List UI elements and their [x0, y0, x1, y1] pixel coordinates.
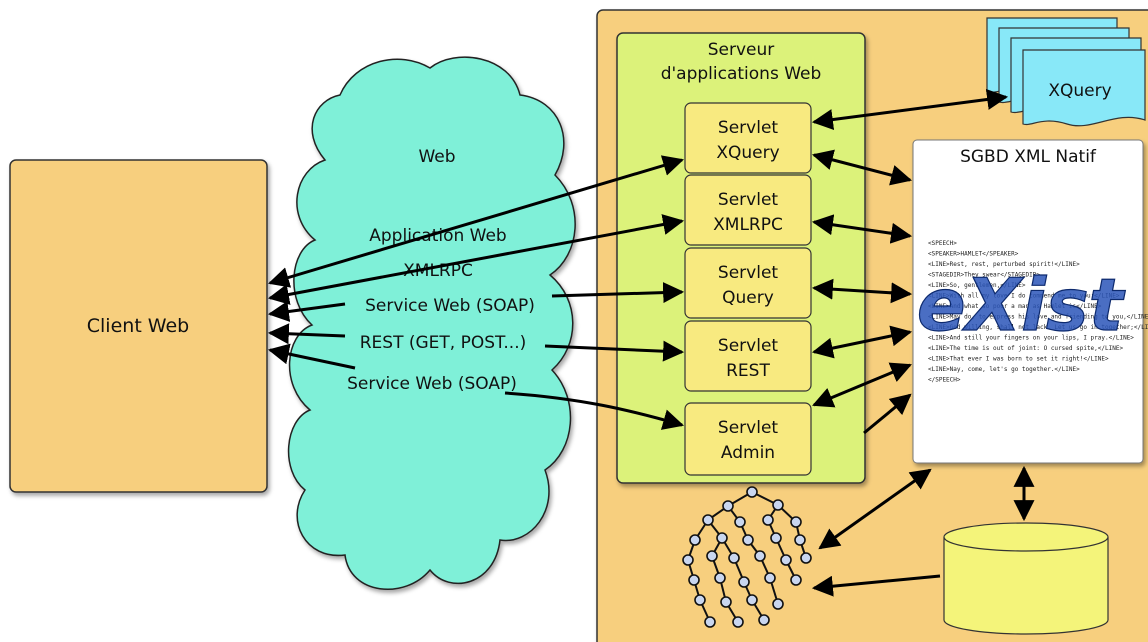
tree-node	[734, 516, 746, 528]
web-cloud: Web	[287, 56, 576, 591]
servlet-label-line2: XMLRPC	[713, 215, 783, 235]
arrow-soap-right	[551, 282, 685, 304]
code-line: <LINE>Nay, come, let's go together.</LIN…	[928, 366, 1080, 373]
servlet-admin: Servlet Admin	[684, 402, 812, 476]
tree-node	[770, 532, 782, 544]
arrow-sgbd-tree	[818, 468, 932, 550]
servlet-label-line2: REST	[726, 361, 770, 381]
tree-node	[682, 554, 694, 566]
protocol-label-soap-2: Service Web (SOAP)	[347, 374, 517, 394]
protocol-label-rest: REST (GET, POST...)	[360, 333, 527, 353]
tree-node	[704, 616, 716, 628]
tree-node	[790, 516, 802, 528]
sgbd-xml-native-box: SGBD XML Natif <SPEECH> <SPEAKER>HAMLET</…	[912, 139, 1148, 464]
tree-node	[754, 550, 766, 562]
tree-node	[742, 534, 754, 546]
code-line: <LINE>That ever I was born to set it rig…	[928, 356, 1109, 363]
code-line: <LINE>The time is out of joint: O cursed…	[928, 345, 1123, 352]
servlet-label-line1: Servlet	[718, 418, 778, 438]
code-line: <SPEECH>	[928, 240, 957, 247]
tree-node	[688, 574, 700, 586]
tree-node	[780, 554, 792, 566]
arrow-servlet-xmlrpc-sgbd	[811, 214, 913, 244]
tree-node	[764, 572, 776, 584]
tree-node	[694, 594, 706, 606]
arrow-soap-2-right	[504, 391, 685, 430]
tree-node	[746, 594, 758, 606]
arrow-rest	[267, 323, 346, 345]
code-line: <LINE>God willing, shall not lack. Let u…	[928, 324, 1148, 331]
arrow-servlet-xquery-docs	[811, 89, 1009, 130]
code-line: <LINE>May do, to express his love and fr…	[928, 314, 1148, 321]
code-line: <LINE>With all my love I do commend me t…	[928, 293, 1120, 300]
tree-node	[728, 552, 740, 564]
servlet-query: Servlet Query	[684, 247, 812, 319]
tree-node	[738, 576, 750, 588]
code-line: <LINE>So, gentlemen,</LINE>	[928, 282, 1026, 289]
arrow-admin-extra	[863, 393, 912, 435]
xquery-documents-icon: XQuery	[986, 17, 1146, 127]
tree-node	[790, 574, 802, 586]
servlet-label-line2: Query	[722, 288, 774, 308]
code-line: <SPEAKER>HAMLET</SPEAKER>	[928, 251, 1019, 258]
servlet-xquery: Servlet XQuery	[684, 102, 812, 174]
sgbd-title: SGBD XML Natif	[960, 147, 1097, 167]
tree-node	[794, 534, 806, 546]
tree-node	[706, 550, 718, 562]
xquery-docs-label: XQuery	[1048, 81, 1111, 101]
code-line: <STAGEDIR>They swear</STAGEDIR>	[928, 272, 1040, 279]
protocol-label-soap: Service Web (SOAP)	[365, 296, 535, 316]
servlet-label-line1: Servlet	[718, 118, 778, 138]
xml-tree-icon	[682, 486, 812, 628]
server-title-line1: Serveur	[708, 40, 775, 60]
client-web-label: Client Web	[87, 315, 189, 337]
servlet-label-line1: Servlet	[718, 190, 778, 210]
tree-node	[714, 572, 726, 584]
arrow-servlet-query-sgbd	[811, 278, 913, 304]
tree-node	[720, 596, 732, 608]
exist-logo: eXist	[917, 263, 1126, 347]
tree-node	[772, 598, 784, 610]
tree-node	[758, 614, 770, 626]
tree-node	[702, 514, 714, 526]
tree-node	[732, 616, 744, 628]
tree-node	[746, 486, 758, 498]
tree-node	[800, 552, 812, 564]
arrow-db-tree	[811, 574, 941, 597]
xml-code-sample: <SPEECH> <SPEAKER>HAMLET</SPEAKER> <LINE>R…	[928, 240, 1148, 384]
arrow-servlet-admin-sgbd	[812, 362, 912, 408]
web-label: Web	[418, 147, 455, 167]
server-title-line2: d'applications Web	[661, 64, 822, 84]
servlet-list: Servlet XQuery Servlet XMLRPC Servlet Qu…	[684, 102, 812, 476]
servlet-rest: Servlet REST	[684, 320, 812, 392]
database-cylinder	[943, 522, 1109, 635]
code-line: <LINE>And what so poor a man as Hamlet i…	[928, 303, 1102, 310]
servlet-label-line1: Servlet	[718, 263, 778, 283]
client-web-box: Client Web	[9, 159, 268, 493]
tree-node	[762, 514, 774, 526]
tree-node	[772, 499, 784, 511]
protocol-label-application-web: Application Web	[369, 226, 506, 246]
arrows	[267, 89, 1035, 597]
servlet-label-line1: Servlet	[718, 336, 778, 356]
tree-node	[689, 534, 701, 546]
servlet-label-line2: Admin	[721, 443, 775, 463]
arrow-servlet-xquery-sgbd	[811, 149, 913, 186]
arrow-soap	[267, 301, 346, 322]
arrow-soap-2	[267, 343, 356, 370]
servlet-label-line2: XQuery	[716, 143, 779, 163]
servlet-xmlrpc: Servlet XMLRPC	[684, 174, 812, 246]
code-line: <LINE>And still your fingers on your lip…	[928, 335, 1134, 342]
arrow-xmlrpc	[267, 214, 685, 305]
arrow-rest-right	[544, 340, 685, 362]
code-line: </SPEECH>	[928, 377, 961, 384]
tree-node	[716, 532, 728, 544]
arrow-servlet-rest-sgbd	[811, 325, 913, 359]
code-line: <LINE>Rest, rest, perturbed spirit!</LIN…	[928, 261, 1080, 268]
tree-node	[722, 500, 734, 512]
